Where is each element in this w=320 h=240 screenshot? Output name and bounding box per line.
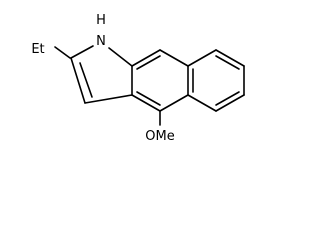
bond-n1-c7a [108,47,133,67]
molecule-structure: Et H N OMe [31,13,245,144]
bond-c8a-c9 [187,49,217,67]
bond-c11-c12 [215,94,245,112]
bond-c12-c4a [187,94,217,112]
methoxy-label: OMe [145,129,174,144]
bond-c11-c12-double [215,91,240,106]
bond-c3-c2 [70,57,86,104]
nitrogen-label: N [96,34,106,49]
bond-ethyl [54,46,71,59]
bond-c9-c10 [215,49,245,67]
structure-canvas: Et H N OMe [31,13,245,144]
bond-c4-c3a-double [136,91,161,106]
bond-c8-c8a [159,49,189,67]
bond-c4a-c4 [159,94,189,112]
nh-hydrogen-label: H [96,13,106,28]
bond-c2-n1 [70,45,94,59]
bond-c3-c2-double [79,62,93,98]
bond-c7a-c8-double [136,55,161,70]
bond-c4-c3a [131,94,161,112]
bond-c7a-c8 [131,49,161,67]
bond-c9-c10-double [215,55,240,70]
ethyl-label: Et [31,42,44,57]
bond-c3a-c3 [84,94,133,104]
